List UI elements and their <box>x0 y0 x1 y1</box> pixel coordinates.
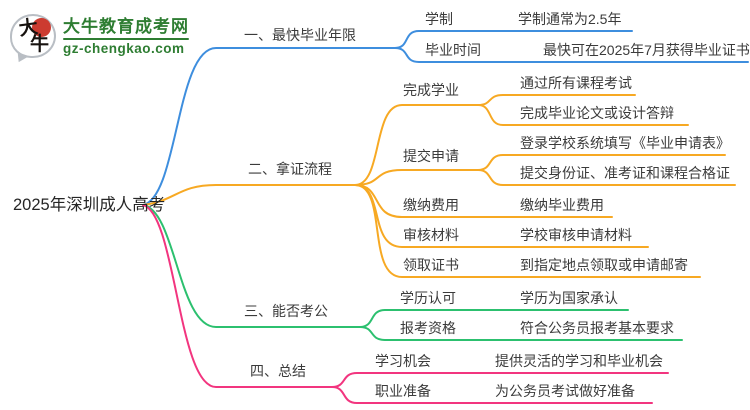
sub-topic: 学习机会 <box>375 353 431 369</box>
branch2-row4-connector <box>477 169 736 186</box>
branch1-connector <box>142 47 396 206</box>
leaf-topic: 到指定地点领取或申请邮寄 <box>520 257 688 273</box>
branch2-child2-connector <box>354 169 479 186</box>
leaf-topic: 最快可在2025年7月获得毕业证书 <box>543 42 750 58</box>
sub-topic: 职业准备 <box>375 383 431 399</box>
branch2-row1-connector <box>477 94 636 106</box>
logo-site-url: gz-chengkao.com <box>63 40 185 56</box>
leaf-topic: 提交身份证、准考证和课程合格证 <box>520 165 730 181</box>
logo-mascot-bubble-icon: 大 牛 <box>10 14 56 58</box>
leaf-topic: 提供灵活的学习和毕业机会 <box>495 353 663 369</box>
logo-mascot-char-2: 牛 <box>30 34 49 55</box>
branch4-row2-connector <box>331 386 653 404</box>
sub-topic: 学制 <box>425 11 453 27</box>
branch4-connector <box>142 204 333 388</box>
leaf-topic: 学制通常为2.5年 <box>518 11 622 27</box>
sub-topic: 审核材料 <box>403 227 459 243</box>
sub-topic: 提交申请 <box>403 148 459 164</box>
branch1-row2-connector <box>394 47 749 63</box>
logo-mascot-calligraphy: 大 牛 <box>17 17 53 56</box>
branch2-child1-connector <box>354 104 479 186</box>
leaf-topic: 为公务员考试做好准备 <box>495 383 635 399</box>
site-logo: 大 牛 大牛教育成考网 gz-chengkao.com <box>10 14 189 58</box>
sub-topic: 毕业时间 <box>425 42 481 58</box>
logo-red-seal-icon <box>32 18 51 37</box>
leaf-topic: 登录学校系统填写《毕业申请表》 <box>520 135 730 151</box>
root-node: 2025年深圳成人高考 <box>13 196 166 214</box>
branch-topic: 三、能否考公 <box>244 303 328 319</box>
branch2-row2-connector <box>477 104 689 126</box>
leaf-topic: 学历为国家承认 <box>520 290 618 306</box>
logo-divider <box>63 37 189 40</box>
branch2-row7-connector <box>354 184 701 278</box>
branch3-connector <box>142 204 361 328</box>
leaf-topic: 缴纳毕业费用 <box>520 197 604 213</box>
sub-topic: 学历认可 <box>400 290 456 306</box>
sub-topic: 报考资格 <box>400 320 456 336</box>
branch-topic: 二、拿证流程 <box>248 161 332 177</box>
branch2-connector <box>142 184 356 206</box>
leaf-topic: 符合公务员报考基本要求 <box>520 320 674 336</box>
logo-text-block: 大牛教育成考网 gz-chengkao.com <box>63 17 189 56</box>
leaf-topic: 完成毕业论文或设计答辩 <box>520 105 674 121</box>
logo-site-name: 大牛教育成考网 <box>63 16 189 36</box>
sub-topic: 领取证书 <box>403 257 459 273</box>
branch-topic: 一、最快毕业年限 <box>244 27 356 43</box>
leaf-topic: 学校审核申请材料 <box>520 227 632 243</box>
branch-topic: 四、总结 <box>250 363 306 379</box>
leaf-topic: 通过所有课程考试 <box>520 75 632 91</box>
sub-topic: 完成学业 <box>403 82 459 98</box>
sub-topic: 缴纳费用 <box>403 197 459 213</box>
branch3-row2-connector <box>359 326 683 341</box>
